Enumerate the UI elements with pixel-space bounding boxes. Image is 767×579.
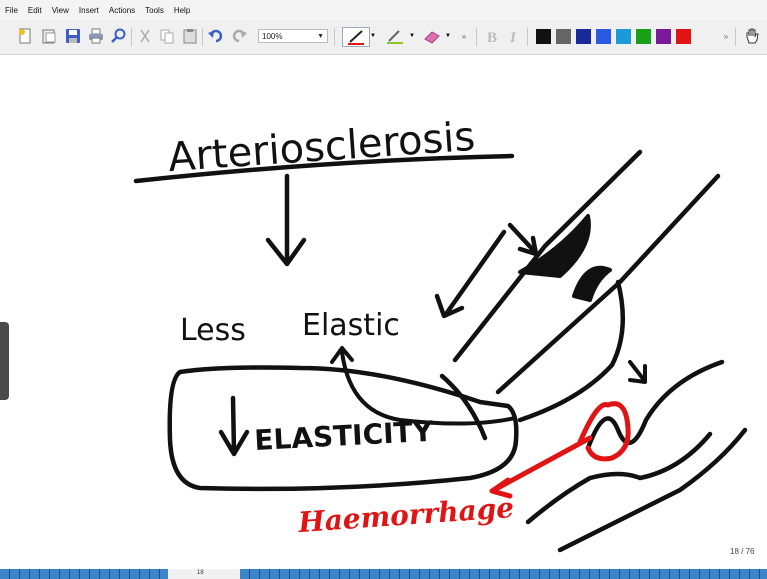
eraser-dropdown-icon[interactable]: ▼ xyxy=(444,27,452,45)
more-tools-icon[interactable]: » xyxy=(460,27,468,45)
note-canvas[interactable]: Arteriosclerosis Less Elastic ELASTICITY xyxy=(0,55,767,569)
svg-text:B: B xyxy=(487,30,497,44)
menu-bar: File Edit View Insert Actions Tools Help xyxy=(0,0,767,20)
menu-edit[interactable]: Edit xyxy=(23,6,47,15)
text-elastic: Elastic xyxy=(302,308,400,343)
pen-color-swatch-4[interactable] xyxy=(616,29,631,44)
chevron-down-icon: ▼ xyxy=(317,30,324,44)
page-counter: 18 / 76 xyxy=(730,547,754,556)
pen-color-swatch-0[interactable] xyxy=(536,29,551,44)
zoom-value: 100% xyxy=(262,32,282,41)
small-arrow-right xyxy=(630,362,644,380)
svg-text:I: I xyxy=(509,30,517,44)
zoom-select[interactable]: 100% ▼ xyxy=(258,29,328,43)
copy-icon[interactable] xyxy=(158,27,176,45)
new-page-icon[interactable] xyxy=(16,27,34,45)
bold-icon[interactable]: B xyxy=(483,27,501,45)
italic-icon[interactable]: I xyxy=(505,27,523,45)
pen-color-swatch-3[interactable] xyxy=(596,29,611,44)
wavy-vessel-mid xyxy=(528,434,710,522)
menu-tools[interactable]: Tools xyxy=(140,6,169,15)
paste-icon[interactable] xyxy=(181,27,199,45)
down-arrow-small xyxy=(233,398,234,452)
pen-color-swatch-1[interactable] xyxy=(556,29,571,44)
highlighter-tool-icon[interactable] xyxy=(382,27,408,45)
pen-dropdown-icon[interactable]: ▼ xyxy=(369,27,377,45)
redo-icon[interactable] xyxy=(230,27,248,45)
menu-view[interactable]: View xyxy=(47,6,74,15)
arrow-to-elastic xyxy=(446,232,504,314)
toolbar: 100% ▼ ▼ ▼ ▼ » B I » xyxy=(0,20,767,55)
menu-insert[interactable]: Insert xyxy=(74,6,104,15)
pen-color-swatch-7[interactable] xyxy=(676,29,691,44)
pan-hand-icon[interactable] xyxy=(743,27,761,45)
current-page-number: 18 xyxy=(197,570,204,576)
text-haemorrhage: Haemorrhage xyxy=(296,491,515,539)
pen-color-swatch-5[interactable] xyxy=(636,29,651,44)
print-icon[interactable] xyxy=(87,27,105,45)
eraser-icon[interactable] xyxy=(420,27,444,45)
highlighter-dropdown-icon[interactable]: ▼ xyxy=(408,27,416,45)
menu-help[interactable]: Help xyxy=(169,6,195,15)
find-icon[interactable] xyxy=(110,27,128,45)
page-thumbnail-strip[interactable]: 18 xyxy=(0,569,767,579)
more-colors-icon[interactable]: » xyxy=(722,27,730,45)
artery-outer-lower xyxy=(498,176,718,392)
artery-inner-curve xyxy=(442,376,485,438)
pen-color-swatch-6[interactable] xyxy=(656,29,671,44)
pen-color-swatch-2[interactable] xyxy=(576,29,591,44)
cut-icon[interactable] xyxy=(136,27,154,45)
sidebar-collapse-handle[interactable] xyxy=(0,322,9,400)
menu-actions[interactable]: Actions xyxy=(104,6,140,15)
ink-drawing: Arteriosclerosis Less Elastic ELASTICITY xyxy=(0,55,767,569)
artery-bend xyxy=(520,282,623,420)
pen-tool-icon[interactable] xyxy=(342,27,370,47)
open-page-icon[interactable] xyxy=(40,27,58,45)
current-page-slot[interactable] xyxy=(168,569,240,579)
text-less: Less xyxy=(180,313,246,348)
save-icon[interactable] xyxy=(64,27,82,45)
undo-icon[interactable] xyxy=(207,27,225,45)
menu-file[interactable]: File xyxy=(0,6,23,15)
